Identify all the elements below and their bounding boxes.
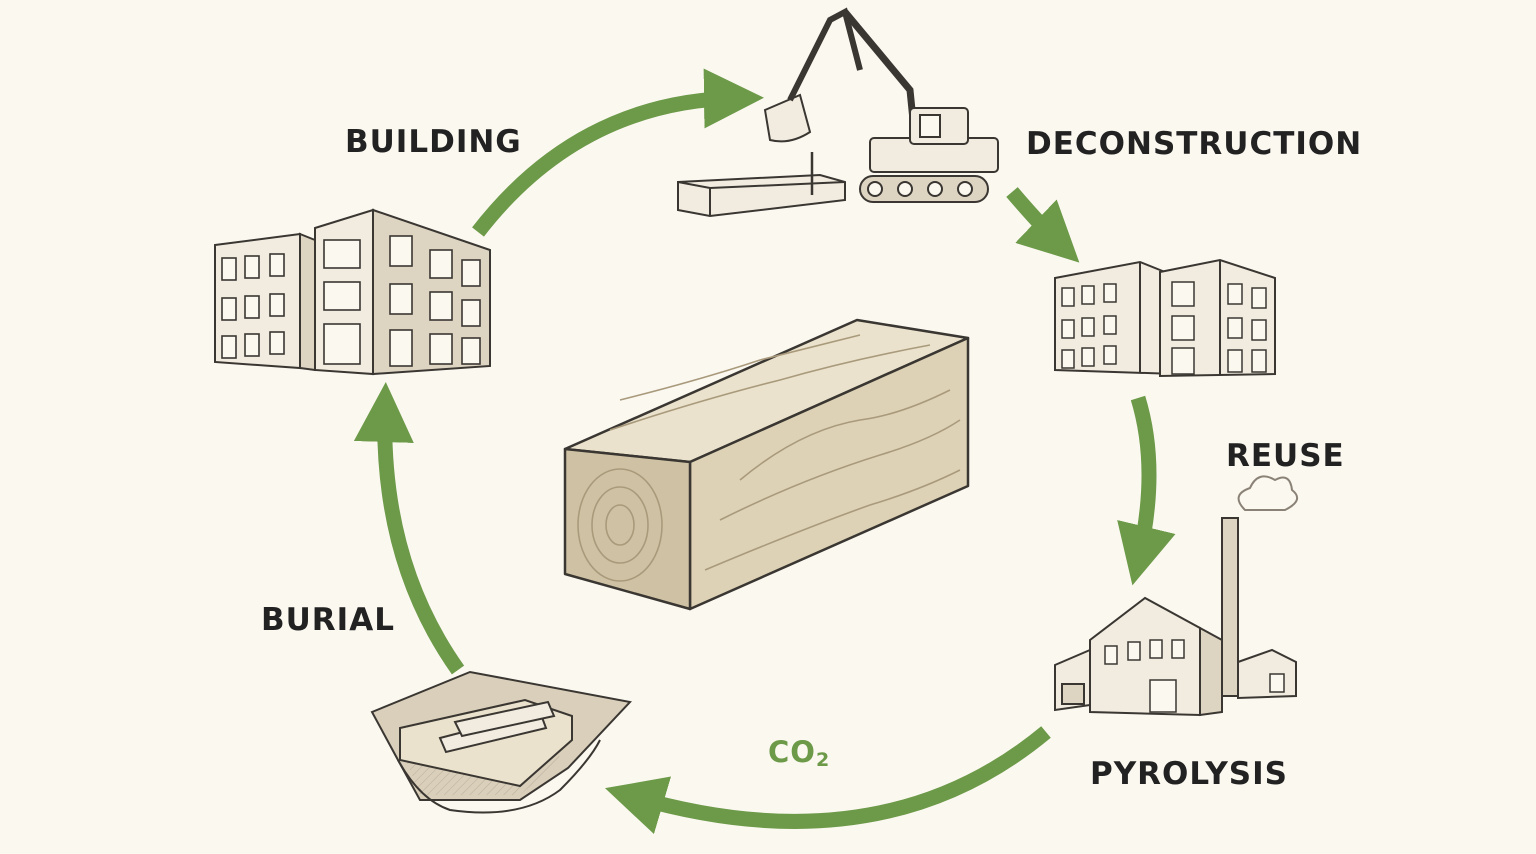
label-pyrolysis: PYROLYSIS	[1090, 756, 1288, 792]
arrow-pyrolysis-to-burial	[604, 726, 1051, 835]
factory-icon	[1054, 475, 1299, 717]
label-burial: BURIAL	[261, 602, 395, 638]
arrow-deconstruction-to-reuse	[1006, 187, 1080, 263]
label-co2: CO2	[768, 738, 830, 770]
arrow-burial-to-building	[353, 382, 465, 675]
co2-subscript: 2	[815, 749, 831, 771]
wooden-beam-icon	[563, 318, 970, 611]
reuse-buildings-icon	[1054, 258, 1276, 378]
excavator-icon	[677, 7, 999, 218]
label-reuse: REUSE	[1226, 438, 1345, 474]
label-building: BUILDING	[345, 124, 522, 160]
arrow-building-to-deconstruction	[472, 68, 764, 237]
cycle-arrows	[353, 68, 1176, 835]
arrow-reuse-to-pyrolysis	[1117, 395, 1176, 586]
label-deconstruction: DECONSTRUCTION	[1026, 126, 1363, 162]
co2-base: CO	[768, 735, 816, 769]
building-icon	[214, 208, 491, 376]
burial-pit-icon	[370, 670, 632, 814]
